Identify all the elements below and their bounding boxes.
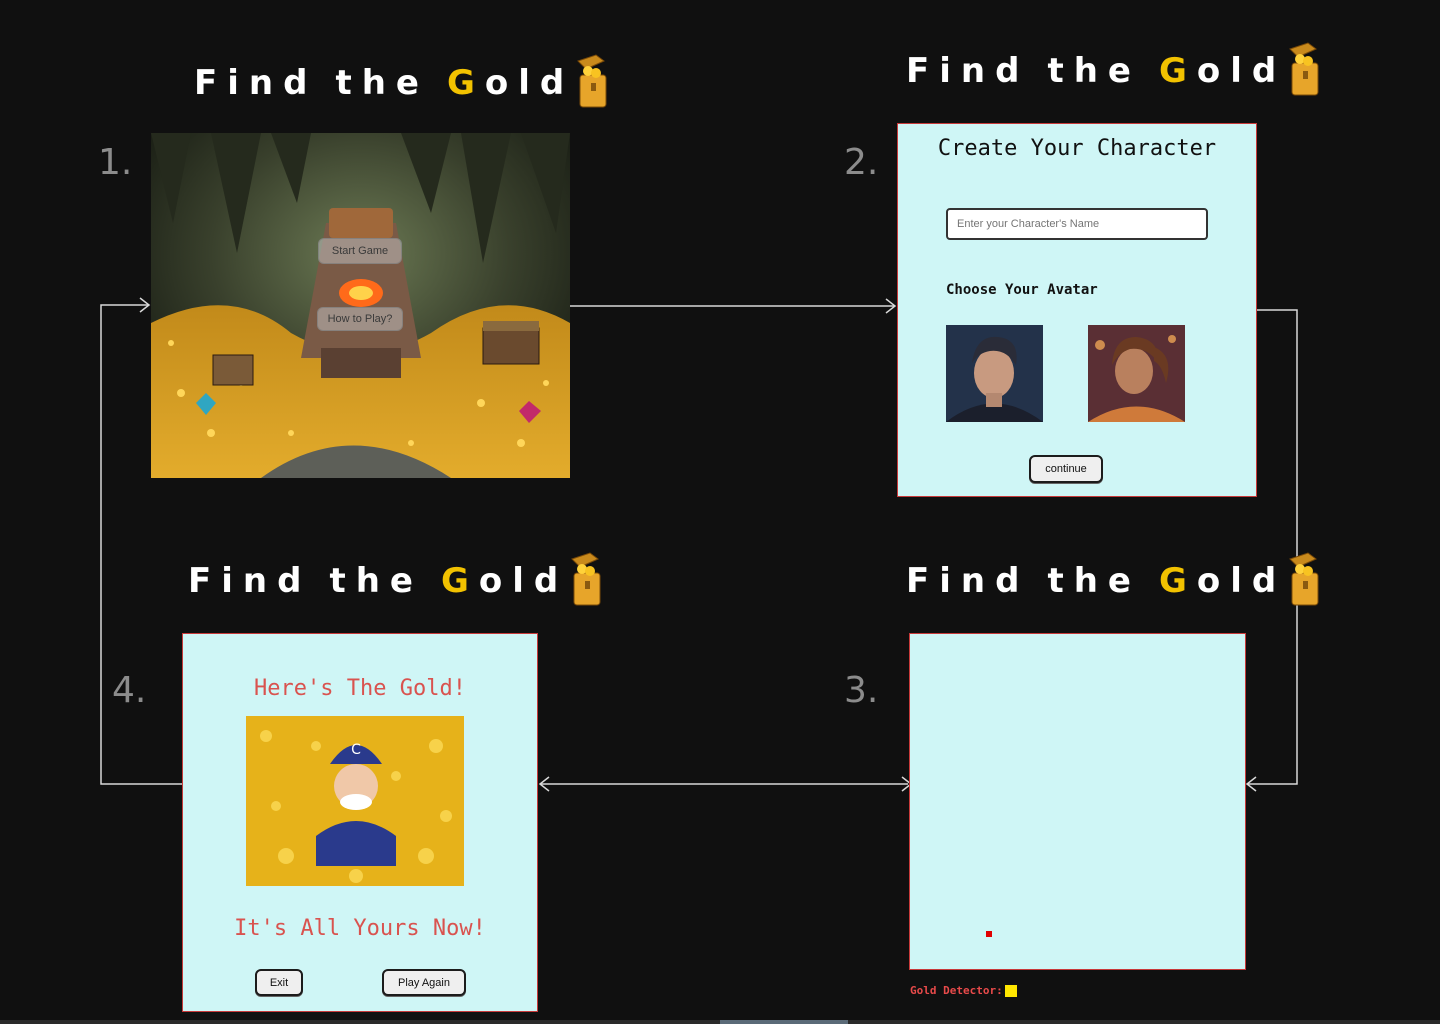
exit-button[interactable]: Exit — [255, 969, 303, 996]
game-screen — [909, 633, 1246, 970]
title-word-the: the — [1047, 51, 1141, 91]
gold-detector: Gold Detector: — [910, 984, 1017, 997]
start-game-button[interactable]: Start Game — [318, 238, 402, 264]
continue-button[interactable]: continue — [1029, 455, 1103, 483]
scrollbar-thumb[interactable] — [720, 1020, 848, 1024]
title-word-the: the — [335, 63, 429, 103]
cave-treasure-illustration — [151, 133, 570, 478]
horizontal-scrollbar[interactable] — [0, 1020, 1440, 1024]
choose-avatar-heading: Choose Your Avatar — [946, 282, 1098, 298]
title-word-find: Find — [194, 63, 318, 103]
title-gold-rest: old — [1196, 561, 1287, 601]
title-word-the: the — [1047, 561, 1141, 601]
treasure-chest-icon — [571, 552, 601, 606]
gold-detector-label: Gold Detector: — [910, 984, 1003, 997]
win-subheading: It's All Yours Now! — [234, 916, 486, 941]
treasure-chest-icon — [1289, 552, 1319, 606]
character-name-input[interactable] — [946, 208, 1208, 240]
title-gold-initial: G — [1158, 561, 1197, 601]
title-gold-initial: G — [446, 63, 485, 103]
title-gold-initial: G — [1158, 51, 1197, 91]
title-gold-rest: old — [484, 63, 575, 103]
gold-detector-indicator — [1004, 984, 1017, 997]
win-screen: Here's The Gold! C It's All Yours Now! E… — [182, 633, 538, 1012]
title-word-find: Find — [906, 51, 1030, 91]
title-word-the: the — [329, 561, 423, 601]
title-gold-rest: old — [478, 561, 569, 601]
step-number-3: 3. — [844, 670, 879, 711]
step-number-4: 4. — [112, 670, 147, 711]
player-marker — [986, 931, 992, 937]
title-gold-rest: old — [1196, 51, 1287, 91]
start-screen: Start Game How to Play? — [151, 133, 570, 478]
svg-text:C: C — [351, 742, 361, 758]
step-number-2: 2. — [844, 142, 879, 183]
how-to-play-button[interactable]: How to Play? — [317, 307, 403, 331]
create-character-screen: Create Your Character Choose Your Avatar… — [897, 123, 1257, 497]
treasure-chest-icon — [577, 54, 607, 108]
gold-celebration-image: C — [246, 716, 464, 886]
win-heading: Here's The Gold! — [254, 676, 466, 701]
title-gold-initial: G — [440, 561, 479, 601]
treasure-chest-icon — [1289, 42, 1319, 96]
title-word-find: Find — [906, 561, 1030, 601]
title-word-find: Find — [188, 561, 312, 601]
create-character-heading: Create Your Character — [937, 136, 1217, 161]
avatar-male[interactable] — [946, 325, 1043, 422]
step-number-1: 1. — [98, 142, 133, 183]
avatar-female[interactable] — [1088, 325, 1185, 422]
play-again-button[interactable]: Play Again — [382, 969, 466, 996]
